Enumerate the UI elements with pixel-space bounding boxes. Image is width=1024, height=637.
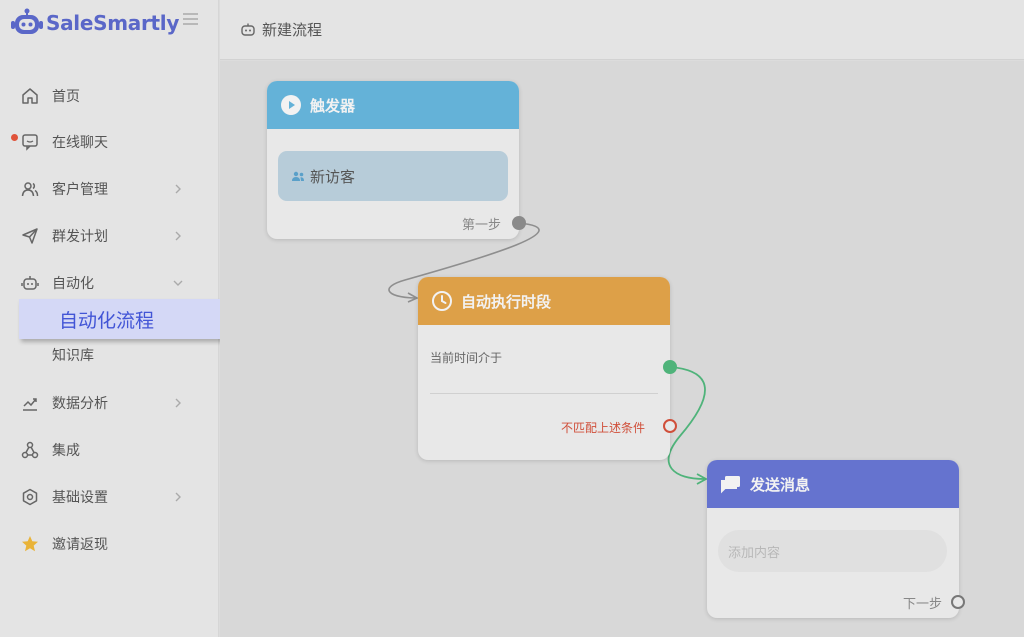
- sidebar-item-customers[interactable]: 客户管理: [0, 169, 219, 209]
- robot-logo-icon: [11, 8, 43, 34]
- chat-icon: [22, 134, 38, 151]
- page-header: 新建流程: [220, 0, 1024, 60]
- sidebar: SaleSmartly 首页 在线聊天 客户管理 群发计划 自动化 自动化流程 …: [0, 0, 253, 637]
- schedule-match-port[interactable]: [663, 360, 677, 374]
- trigger-node[interactable]: 触发器 新访客 第一步: [267, 81, 519, 239]
- sidebar-item-home[interactable]: 首页: [0, 76, 219, 116]
- sidebar-item-settings[interactable]: 基础设置: [0, 477, 219, 517]
- sidebar-item-chat[interactable]: 在线聊天: [0, 122, 219, 162]
- chevron-down-icon: [173, 280, 183, 286]
- visitor-icon: [292, 171, 304, 181]
- flow-canvas[interactable]: 触发器 新访客 第一步 自动执行时段 当前时间介于 不匹配上述条件 发送消息 添…: [220, 61, 1024, 637]
- schedule-nomatch-port[interactable]: [663, 419, 677, 433]
- chevron-right-icon: [175, 184, 181, 194]
- send-icon: [22, 228, 38, 244]
- play-icon: [281, 95, 301, 115]
- schedule-node-header: 自动执行时段: [418, 277, 670, 325]
- send-output-port[interactable]: [951, 595, 965, 609]
- chevron-right-icon: [175, 231, 181, 241]
- connector-arrow-send: [696, 473, 708, 485]
- users-icon: [21, 182, 39, 197]
- send-message-node-header: 发送消息: [707, 460, 959, 508]
- connector-arrow-timer: [407, 292, 419, 303]
- submenu-item-knowledge-base[interactable]: 知识库: [52, 348, 94, 364]
- unread-badge: [11, 134, 18, 141]
- message-icon: [721, 476, 740, 494]
- schedule-node[interactable]: 自动执行时段 当前时间介于 不匹配上述条件: [418, 277, 670, 460]
- send-message-content-input[interactable]: 添加内容: [718, 530, 947, 572]
- schedule-divider: [430, 393, 658, 394]
- schedule-current-time-label: 当前时间介于: [430, 351, 503, 365]
- chart-icon: [23, 398, 37, 411]
- brand-name: SaleSmartly: [46, 11, 180, 35]
- sidebar-item-invite[interactable]: 邀请返现: [0, 524, 219, 564]
- star-icon: [22, 536, 38, 552]
- gear-icon: [22, 488, 38, 506]
- sidebar-item-analytics[interactable]: 数据分析: [0, 383, 219, 423]
- chevron-right-icon: [175, 492, 181, 502]
- trigger-node-header: 触发器: [267, 81, 519, 129]
- sidebar-item-integration[interactable]: 集成: [0, 430, 219, 470]
- submenu-item-automation-flow[interactable]: 自动化流程: [19, 299, 253, 339]
- chevron-right-icon: [175, 398, 181, 408]
- trigger-condition-new-visitor[interactable]: 新访客: [278, 151, 508, 201]
- send-message-node[interactable]: 发送消息 添加内容 下一步: [707, 460, 959, 618]
- robot-icon: [21, 276, 39, 290]
- sidebar-item-automation[interactable]: 自动化: [0, 263, 219, 303]
- integration-icon: [21, 441, 39, 459]
- send-next-step-label: 下一步: [903, 597, 943, 612]
- page-title: 新建流程: [262, 21, 323, 39]
- trigger-output-port[interactable]: [512, 216, 526, 230]
- clock-icon: [432, 291, 452, 311]
- trigger-step-label: 第一步: [462, 218, 502, 233]
- sidebar-item-broadcast[interactable]: 群发计划: [0, 216, 219, 256]
- robot-icon: [241, 23, 255, 36]
- schedule-nomatch-label: 不匹配上述条件: [561, 421, 646, 435]
- menu-collapse-icon[interactable]: [183, 13, 198, 25]
- brand-logo[interactable]: SaleSmartly: [10, 6, 179, 40]
- home-icon: [22, 88, 38, 104]
